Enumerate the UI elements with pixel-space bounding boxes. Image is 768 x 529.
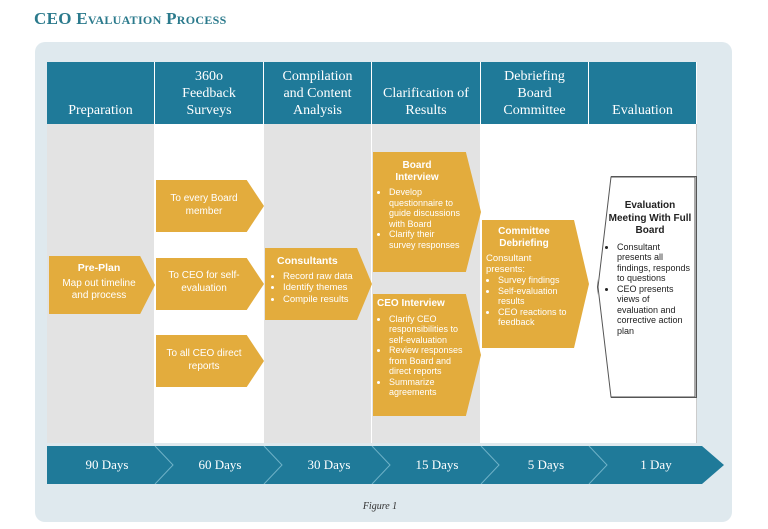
board-interview-title: Board Interview	[395, 160, 439, 183]
timeline-label: 30 Days	[307, 457, 351, 472]
board-interview-item: Develop questionnaire to guide discussio…	[389, 187, 463, 229]
header-compilation: Compilation and Content Analysis	[264, 62, 372, 124]
ceo-interview-item: Clarify CEO responsibilities to self-eva…	[389, 314, 463, 346]
figure-caption: Figure 1	[362, 501, 398, 512]
evaluation-list: Consultant presents all findings, respon…	[607, 242, 693, 337]
header-evaluation: Evaluation	[589, 62, 697, 124]
survey-direct-reports-text: To all CEO direct reports	[166, 348, 242, 372]
ceo-interview-item: Summarize agreements	[389, 377, 463, 398]
survey-arrow-direct-reports: To all CEO direct reports	[156, 335, 264, 387]
timeline-label: 5 Days	[527, 457, 565, 472]
timeline-label: 15 Days	[415, 457, 459, 472]
survey-board-text: To every Board member	[170, 193, 238, 217]
committee-item: Self-evaluation results	[498, 286, 573, 307]
evaluation-box-outline	[597, 176, 696, 398]
consultants-item: Compile results	[283, 294, 358, 306]
committee-item: Survey findings	[498, 275, 573, 286]
survey-arrow-board: To every Board member	[156, 180, 264, 232]
timeline-label: 60 Days	[198, 457, 242, 472]
evaluation-meeting-content: Evaluation Meeting With Full Board Consu…	[607, 200, 693, 336]
consultants-arrow: Consultants Record raw data Identify the…	[265, 248, 372, 320]
board-interview-list: Develop questionnaire to guide discussio…	[377, 187, 463, 250]
ceo-interview-item: Review responses from Board and direct r…	[389, 345, 463, 377]
survey-ceo-text: To CEO for self-evaluation	[168, 270, 240, 294]
preplan-text: Map out timeline and process	[62, 278, 136, 301]
page-title: CEO Evaluation Process	[34, 9, 227, 28]
preplan-arrow: Pre-Plan Map out timeline and process	[49, 256, 155, 314]
ceo-interview-list: Clarify CEO responsibilities to self-eva…	[377, 314, 463, 398]
header-preparation: Preparation	[47, 62, 155, 124]
committee-list: Survey findings Self-evaluation results …	[486, 275, 573, 328]
evaluation-item: CEO presents views of evaluation and cor…	[617, 284, 693, 337]
timeline-label: 90 Days	[85, 457, 129, 472]
consultants-item: Record raw data	[283, 271, 358, 283]
header-debriefing: Debriefing Board Committee	[481, 62, 589, 124]
board-interview-arrow: Board Interview Develop questionnaire to…	[373, 152, 481, 272]
consultants-list: Record raw data Identify themes Compile …	[271, 271, 358, 306]
evaluation-meeting-box	[597, 176, 697, 398]
survey-arrow-ceo: To CEO for self-evaluation	[156, 258, 264, 310]
board-interview-item: Clarify their survey responses	[389, 229, 463, 250]
evaluation-title: Evaluation Meeting With Full Board	[608, 200, 692, 236]
header-surveys: 360o Feedback Surveys	[155, 62, 264, 124]
ceo-interview-title: CEO Interview	[377, 298, 445, 309]
timeline-label: 1 Day	[640, 457, 672, 472]
header-clarification: Clarification of Results	[372, 62, 481, 124]
ceo-interview-arrow: CEO Interview Clarify CEO responsibiliti…	[373, 294, 481, 416]
consultants-item: Identify themes	[283, 282, 358, 294]
preplan-title: Pre-Plan	[77, 262, 121, 274]
committee-debriefing-arrow: Committee Debriefing Consultant presents…	[482, 220, 589, 348]
timeline-bar	[47, 446, 724, 484]
consultants-title: Consultants	[277, 255, 338, 267]
header-surveys-text: 360o Feedback Surveys	[182, 69, 236, 118]
evaluation-item: Consultant presents all findings, respon…	[617, 242, 693, 284]
committee-title: Committee Debriefing	[498, 226, 550, 249]
committee-subtitle: Consultant presents:	[486, 253, 532, 275]
committee-item: CEO reactions to feedback	[498, 307, 573, 328]
